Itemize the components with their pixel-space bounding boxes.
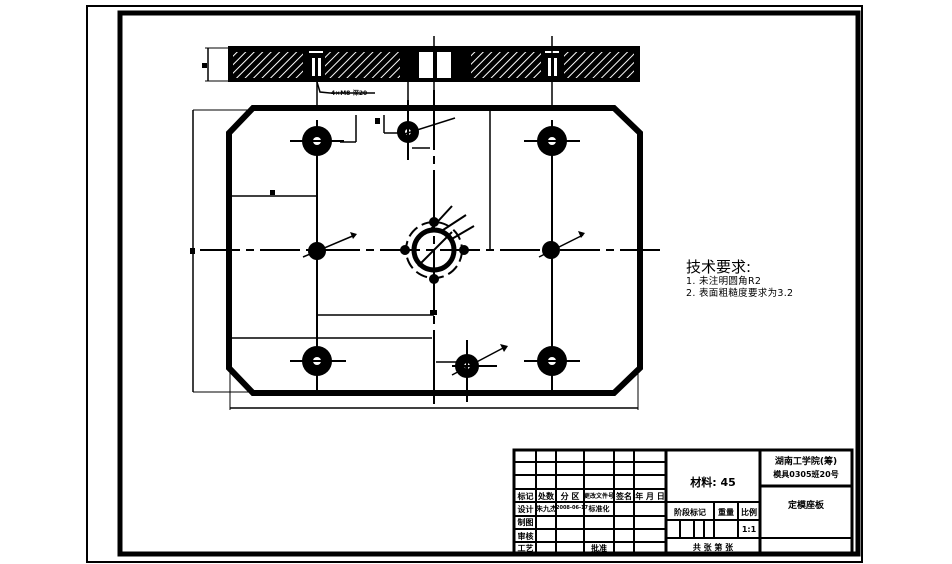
weight-label: 重量	[718, 508, 734, 517]
header-mark: 标记	[517, 492, 534, 501]
header-date: 年 月 日	[635, 492, 665, 501]
center-ring	[400, 205, 475, 284]
header-count: 处数	[538, 492, 554, 501]
designer-label: 设计	[517, 505, 534, 514]
header-zone: 分 区	[560, 492, 580, 501]
requirement-item-2: 2. 表面粗糙度要求为3.2	[686, 288, 794, 299]
title-block	[512, 448, 854, 556]
stage-mark-label: 阶段标记	[674, 508, 706, 517]
standardization-label: 标准化	[588, 505, 610, 513]
hole-small-bottom	[451, 340, 508, 402]
material: 材料: 45	[690, 476, 736, 489]
hole-bottom-right	[524, 346, 580, 376]
scale-label: 比例	[741, 508, 757, 517]
leader-note: 4×M8-深20	[331, 89, 367, 97]
plate-plan-view	[190, 90, 660, 410]
hole-top-right	[524, 126, 580, 156]
section-view: 4×M8-深20	[202, 36, 640, 110]
approval-label: 批准	[591, 544, 607, 553]
part-name: 定模座板	[787, 501, 824, 511]
school-name: 湖南工学院(筹)	[774, 457, 838, 467]
header-change-doc: 更改文件号	[584, 493, 615, 500]
process-label: 工艺	[517, 544, 534, 553]
hole-mid-right	[538, 231, 585, 259]
hole-top-left	[290, 126, 344, 156]
outer-frame	[86, 5, 863, 563]
class-id: 模具0305班20号	[773, 470, 839, 479]
designer-name: 朱九杰	[536, 505, 557, 513]
scale-value: 1:1	[741, 525, 757, 534]
hole-bottom-left	[290, 346, 346, 376]
requirements-title: 技术要求:	[686, 258, 752, 276]
review-label: 审核	[517, 532, 534, 541]
hole-small-top	[397, 100, 456, 160]
technical-requirements: 技术要求: 1. 未注明圆角R2 2. 表面粗糙度要求为3.2	[686, 258, 793, 300]
drafting-label: 制图	[517, 518, 534, 527]
design-date: 2008-06-17	[556, 505, 588, 511]
header-signature: 签名	[616, 492, 632, 501]
sheets-label: 共 张 第 张	[692, 543, 734, 552]
hole-mid-left	[302, 232, 357, 260]
inner-frame	[117, 10, 861, 557]
requirement-item-1: 1. 未注明圆角R2	[686, 276, 762, 287]
